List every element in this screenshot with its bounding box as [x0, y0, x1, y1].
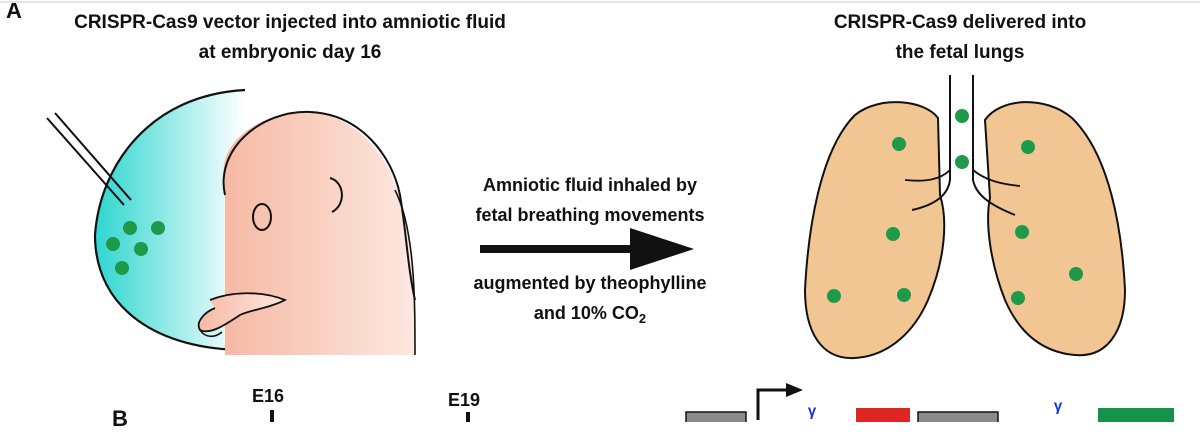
fetus-hand — [199, 329, 223, 338]
vector-dot — [1021, 140, 1035, 154]
amniotic-sac-outline — [93, 88, 246, 352]
left-title: CRISPR-Cas9 vector injected into amnioti… — [40, 8, 540, 68]
vector-dot — [1011, 291, 1025, 305]
construct-gray-box-2 — [917, 411, 999, 422]
vector-dot — [886, 227, 900, 241]
right-title-line2: the fetal lungs — [895, 42, 1025, 63]
arrow-caption-line1: Amniotic fluid inhaled by — [482, 175, 697, 195]
vector-dot — [827, 289, 841, 303]
trachea-left — [911, 75, 951, 211]
needle-line-2 — [54, 112, 132, 201]
vector-dot — [151, 221, 165, 235]
lung-vector-dots — [827, 109, 1083, 305]
fetus-back — [394, 189, 416, 356]
vector-dot — [106, 237, 120, 251]
vector-dot — [955, 155, 969, 169]
vector-dot — [897, 288, 911, 302]
construct-gray-box-1 — [685, 411, 747, 422]
fetus-outline — [222, 110, 416, 301]
blue-glyph-1: ᵞ — [807, 401, 817, 422]
timeline-label-e16: E16 — [252, 386, 285, 406]
bronchus-left-upper — [904, 169, 951, 182]
arrow-caption-line3: augmented by theophylline — [473, 273, 707, 293]
arrow-caption-line4-prefix: and 10% CO — [533, 303, 639, 323]
fetus-body — [223, 111, 415, 355]
right-title-line1: CRISPR-Cas9 delivered into — [833, 12, 1087, 33]
bronchus-right-upper — [972, 169, 1021, 187]
left-title-line2: at embryonic day 16 — [198, 42, 382, 63]
promoter-arrow-head — [786, 383, 803, 397]
blue-glyph-2: ᵞ — [1053, 396, 1063, 421]
process-arrow-head — [630, 228, 694, 270]
arrow-caption-line4: and 10% CO2 — [430, 298, 750, 334]
arrow-caption-bottom: augmented by theophylline and 10% CO2 — [430, 268, 750, 334]
vector-dot — [892, 137, 906, 151]
needle-line-1 — [46, 117, 125, 206]
right-title: CRISPR-Cas9 delivered into the fetal lun… — [760, 8, 1160, 68]
arrow-caption-line2: fetal breathing movements — [475, 205, 705, 225]
fluid-vector-dots — [106, 221, 165, 275]
trachea-right — [972, 75, 1016, 216]
vector-dot — [134, 242, 148, 256]
timeline-label-e19: E19 — [448, 390, 481, 410]
illustration-canvas: ᵞ ᵞ — [0, 1, 1200, 422]
vector-dot — [1069, 267, 1083, 281]
fetus-eye — [252, 203, 272, 231]
panel-letter-b: B — [112, 406, 128, 431]
construct-red-box — [856, 408, 910, 422]
panel-letter-a: A — [6, 0, 22, 23]
right-lung — [983, 101, 1127, 357]
arrow-caption-top: Amniotic fluid inhaled by fetal breathin… — [430, 170, 750, 230]
left-lung — [803, 101, 946, 360]
fetus-arm — [197, 292, 288, 333]
construct-green-box — [1098, 408, 1174, 422]
vector-dot — [123, 221, 137, 235]
co2-subscript: 2 — [638, 311, 647, 326]
left-title-line1: CRISPR-Cas9 vector injected into amnioti… — [74, 12, 506, 33]
vector-dot — [1015, 225, 1029, 239]
fetus-ear — [329, 177, 343, 213]
vector-dot — [955, 109, 969, 123]
amniotic-sac — [95, 90, 245, 350]
promoter-arrow — [756, 388, 790, 420]
vector-dot — [115, 261, 129, 275]
